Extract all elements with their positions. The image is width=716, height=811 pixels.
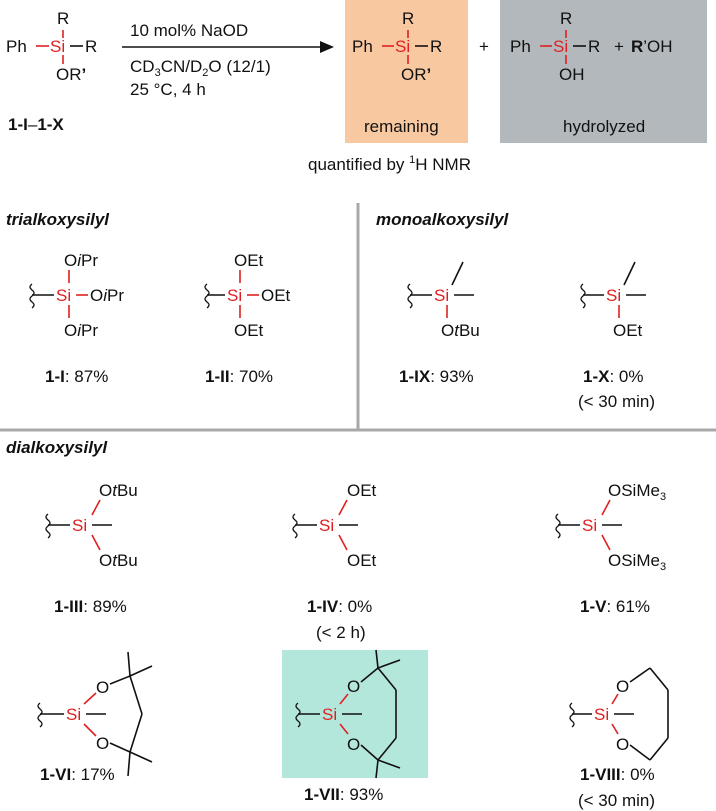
hyd-oh: OH: [559, 65, 585, 84]
remaining-box: [345, 0, 468, 143]
sm-r-top: R: [57, 9, 69, 28]
hyd-r-top: R: [560, 9, 572, 28]
plus-sign: +: [479, 37, 489, 56]
reagent-text: 10 mol% NaOD: [130, 21, 248, 40]
c8-si: Si: [594, 705, 609, 724]
c3-otbu-top: OtBu: [99, 481, 138, 500]
compound-1-II: Si OEt OEt OEt 1-II: 70%: [204, 251, 291, 386]
c5-label: 1-V: 61%: [580, 597, 650, 616]
c10-label: 1-X: 0%: [583, 367, 644, 386]
sm-or: OR’: [56, 65, 86, 84]
c8-label: 1-VIII: 0%: [580, 765, 655, 784]
c9-label: 1-IX: 93%: [399, 367, 474, 386]
c10-note: (< 30 min): [578, 392, 655, 411]
hyd-ph: Ph: [510, 37, 531, 56]
c5-si: Si: [582, 516, 597, 535]
solvent-text: CD3CN/D2O (12/1): [130, 57, 271, 79]
c6-label: 1-VI: 17%: [40, 765, 115, 784]
conditions-text: 25 °C, 4 h: [130, 80, 206, 99]
c1-label: 1-I: 87%: [45, 367, 108, 386]
c1-oipr-top: OiPr: [64, 251, 98, 270]
c1-oipr-right: OiPr: [90, 286, 124, 305]
c4-note: (< 2 h): [316, 623, 366, 642]
c4-oet-top: OEt: [347, 481, 377, 500]
compound-1-I: 1-I Si OiPr OiPr OiPr 1-I: 87%: [29, 251, 124, 386]
sm-label: 1-I–1-X: [8, 115, 64, 134]
hydrolyzed-label: hydrolyzed: [563, 117, 645, 136]
c6-si: Si: [66, 705, 81, 724]
c2-label: 1-II: 70%: [205, 367, 273, 386]
c6-o-bottom: O: [96, 734, 109, 753]
compound-1-X: Si OEt 1-X: 0% (< 30 min): [578, 261, 655, 411]
remaining-product: Ph Si R R OR’: [352, 9, 442, 84]
quantified-text: quantified by 1H NMR: [308, 154, 471, 174]
c5-osime3-bottom: OSiMe3: [608, 551, 666, 573]
hyd-si: Si: [553, 37, 568, 56]
c9-si: Si: [434, 286, 449, 305]
starting-material: Ph Si R R OR’ 1-I–1-X: [6, 9, 97, 134]
sm-ph: Ph: [6, 37, 27, 56]
c7-label: 1-VII: 93%: [304, 785, 383, 804]
c8-note: (< 30 min): [578, 791, 655, 810]
heading-trialkoxysilyl: trialkoxysilyl: [6, 210, 110, 229]
c1-oipr-bottom: OiPr: [64, 321, 98, 340]
c10-oet: OEt: [613, 321, 643, 340]
compound-1-IV: Si OEt OEt 1-IV: 0% (< 2 h): [292, 481, 377, 642]
c5-osime3-top: OSiMe3: [608, 481, 666, 503]
c3-label: 1-III: 89%: [54, 597, 127, 616]
c7-si: Si: [322, 705, 337, 724]
c9-otbu: OtBu: [441, 321, 480, 340]
c2-si: Si: [227, 286, 242, 305]
rem-ph: Ph: [352, 37, 373, 56]
sm-si: Si: [50, 37, 65, 56]
heading-dialkoxysilyl: dialkoxysilyl: [6, 438, 108, 457]
rem-or: OR’: [401, 65, 431, 84]
c2-oet-right: OEt: [261, 286, 291, 305]
hyd-r-right: R: [588, 37, 600, 56]
sm-r-right: R: [85, 37, 97, 56]
c6-o-top: O: [96, 678, 109, 697]
heading-monoalkoxysilyl: monoalkoxysilyl: [376, 210, 510, 229]
compound-1-V: Si OSiMe3 OSiMe3 1-V: 61%: [555, 481, 666, 616]
c3-otbu-bottom: OtBu: [99, 551, 138, 570]
hydrolyzed-box: [500, 0, 707, 143]
reaction-arrow: [122, 41, 334, 53]
c7-o-bottom: O: [347, 735, 360, 754]
hyd-roh: R’OH: [631, 37, 673, 56]
compound-1-VII: Si O O 1-VII: 93%: [295, 649, 401, 804]
compound-1-VIII: Si O O 1-VIII: 0% (< 30 min): [569, 667, 669, 810]
c2-oet-bottom: OEt: [234, 321, 264, 340]
hydrolyzed-product: Ph Si R R OH + R’OH: [510, 9, 673, 84]
compound-1-III: Si OtBu OtBu 1-III: 89%: [45, 481, 138, 616]
c4-oet-bottom: OEt: [347, 551, 377, 570]
compound-1-IX: Si OtBu 1-IX: 93%: [399, 261, 480, 386]
compound-1-VI: Si O O 1-VI: 17%: [37, 651, 153, 784]
hyd-plus: +: [614, 37, 624, 56]
rem-r-top: R: [402, 9, 414, 28]
c8-o-top: O: [616, 677, 629, 696]
c7-o-top: O: [347, 677, 360, 696]
c3-si: Si: [72, 516, 87, 535]
c2-oet-top: OEt: [234, 251, 264, 270]
c4-label: 1-IV: 0%: [307, 597, 372, 616]
rem-r-right: R: [430, 37, 442, 56]
c8-o-bottom: O: [616, 735, 629, 754]
remaining-label: remaining: [364, 117, 439, 136]
c10-si: Si: [606, 286, 621, 305]
c4-si: Si: [319, 516, 334, 535]
rem-si: Si: [395, 37, 410, 56]
c1-si: Si: [56, 286, 71, 305]
